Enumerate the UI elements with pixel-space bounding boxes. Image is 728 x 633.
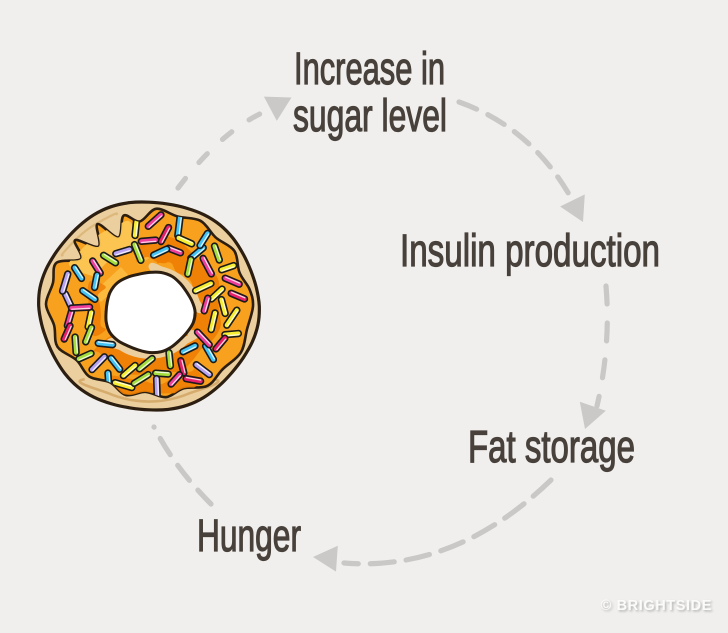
svg-text:Increase in: Increase in — [294, 43, 445, 94]
svg-text:Hunger: Hunger — [197, 510, 301, 561]
svg-text:Insulin production: Insulin production — [400, 225, 660, 276]
svg-text:Fat storage: Fat storage — [468, 421, 635, 472]
svg-text:sugar level: sugar level — [293, 90, 447, 141]
